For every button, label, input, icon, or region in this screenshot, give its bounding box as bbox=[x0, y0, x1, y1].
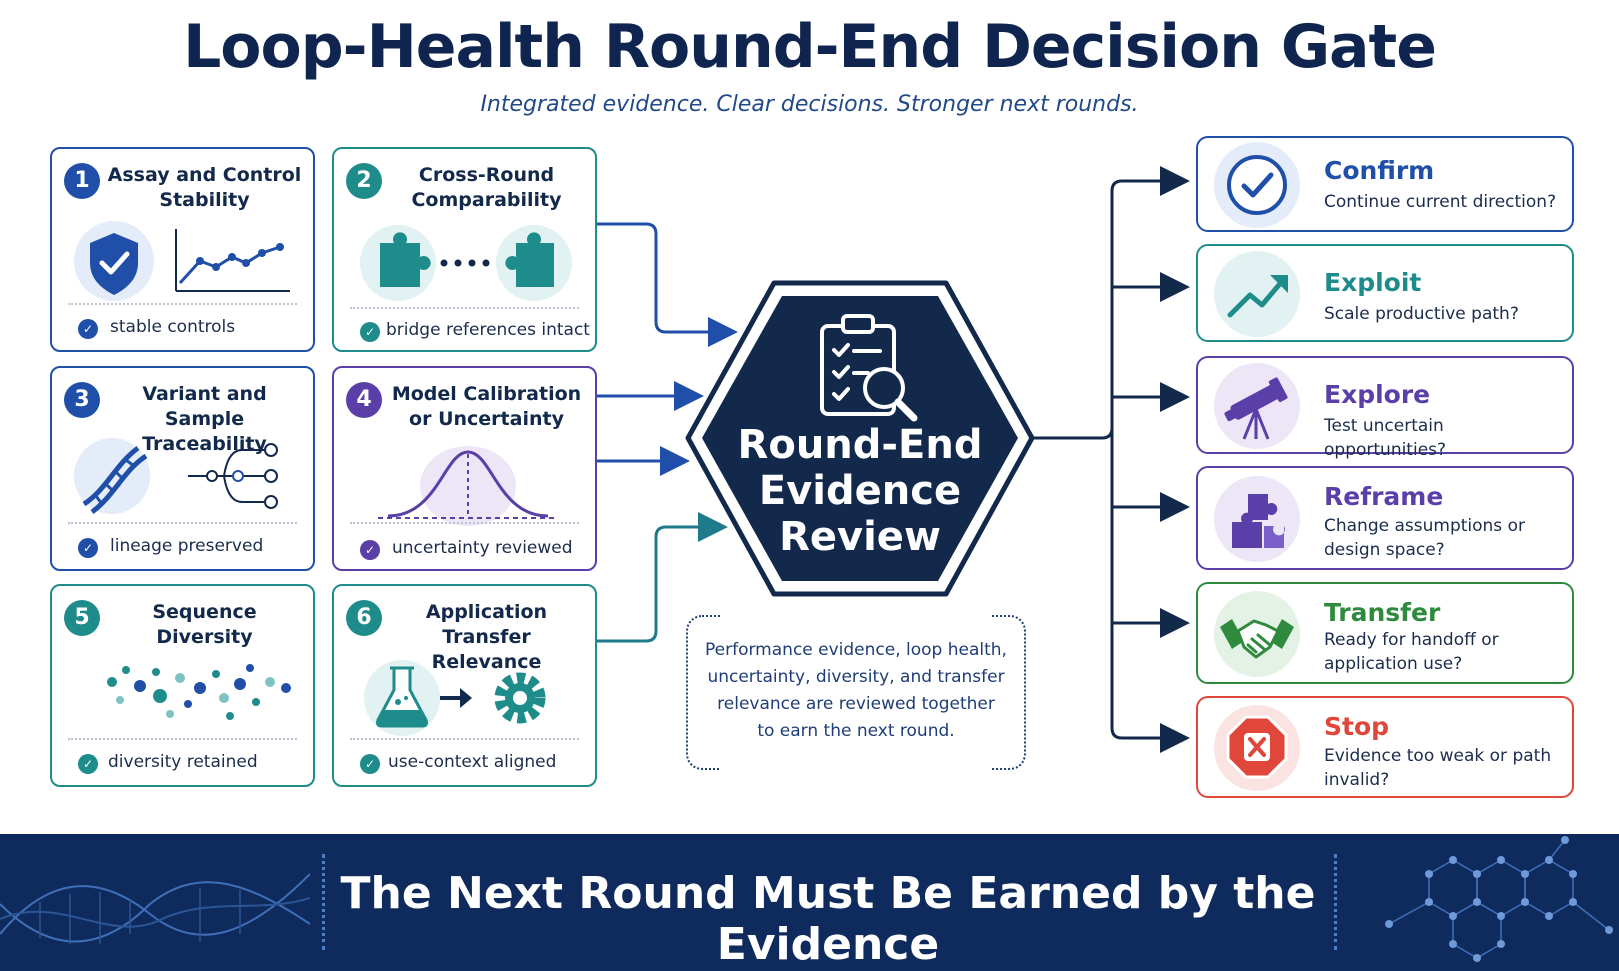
card-note: stable controls bbox=[110, 317, 236, 337]
card-title: Variant and Sample Traceability bbox=[142, 383, 267, 455]
card-number: 6 bbox=[346, 600, 382, 636]
footer-divider-left bbox=[322, 854, 325, 950]
handshake-icon bbox=[1214, 591, 1300, 677]
outcome-title: Stop bbox=[1324, 712, 1390, 741]
check-icon: ✓ bbox=[78, 754, 98, 774]
outcome-desc: Continue current direction? bbox=[1324, 192, 1557, 212]
outcome-exploit: Exploit Scale productive path? bbox=[1196, 244, 1574, 342]
page-subtitle: Integrated evidence. Clear decisions. St… bbox=[480, 92, 1139, 117]
puzzle-bridge-icon bbox=[360, 225, 572, 301]
outcome-desc: Ready for handoff or application use? bbox=[1324, 630, 1499, 674]
dna-wave-icon bbox=[0, 873, 310, 944]
card-note: uncertainty reviewed bbox=[392, 538, 573, 558]
card-divider bbox=[68, 303, 297, 305]
outcome-title: Exploit bbox=[1324, 268, 1422, 297]
center-label: Round-End Evidence Review bbox=[690, 422, 1030, 560]
card-title: Model Calibration or Uncertainty bbox=[391, 383, 582, 430]
check-icon: ✓ bbox=[360, 754, 380, 774]
check-icon: ✓ bbox=[360, 540, 380, 560]
note-bracket-left bbox=[686, 615, 720, 770]
center-note-line1: Performance evidence, loop health, bbox=[705, 640, 1007, 660]
center-note-line3: relevance are reviewed together bbox=[717, 694, 995, 714]
shield-check-icon bbox=[74, 221, 290, 301]
card-number: 2 bbox=[346, 163, 382, 199]
footer-divider-right bbox=[1334, 854, 1337, 950]
card-title: Cross-Round Comparability bbox=[411, 164, 562, 211]
network-graph-icon bbox=[1385, 836, 1613, 962]
check-icon: ✓ bbox=[78, 538, 98, 558]
card-note: use-context aligned bbox=[388, 752, 557, 772]
input-card-traceability: 3 Variant and Sample Traceability ✓ line… bbox=[50, 366, 315, 571]
card-divider bbox=[68, 522, 297, 524]
center-hexagon bbox=[685, 280, 1035, 597]
center-note-line2: uncertainty, diversity, and transfer bbox=[707, 667, 1005, 687]
checkmark-circle-icon bbox=[1214, 142, 1300, 228]
check-icon: ✓ bbox=[360, 322, 380, 342]
outcome-confirm: Confirm Continue current direction? bbox=[1196, 136, 1574, 232]
outcome-title: Explore bbox=[1324, 380, 1431, 409]
center-label-line3: Review bbox=[779, 514, 941, 560]
outcome-desc: Scale productive path? bbox=[1324, 304, 1519, 324]
input-card-diversity: 5 Sequence Diversity ✓ diversity retaine… bbox=[50, 584, 315, 787]
footer-text: The Next Round Must Be Earned by the Evi… bbox=[340, 868, 1316, 970]
note-bracket-right bbox=[992, 615, 1026, 770]
bell-curve-icon bbox=[378, 446, 558, 526]
card-title: Sequence Diversity bbox=[152, 601, 257, 648]
trend-up-icon bbox=[1214, 251, 1300, 337]
card-divider bbox=[350, 738, 579, 740]
outcome-title: Reframe bbox=[1324, 482, 1444, 511]
page-title: Loop-Health Round-End Decision Gate bbox=[183, 12, 1437, 82]
outcome-transfer: Transfer Ready for handoff or applicatio… bbox=[1196, 582, 1574, 684]
footer-banner: The Next Round Must Be Earned by the Evi… bbox=[0, 834, 1619, 971]
center-note-line4: to earn the next round. bbox=[757, 721, 955, 741]
clipboard-search-icon bbox=[820, 314, 918, 422]
card-note: lineage preserved bbox=[110, 536, 264, 556]
outcome-desc: Test uncertain opportunities? bbox=[1324, 416, 1447, 460]
input-card-assay-stability: 1 Assay and Control Stability ✓ stable c… bbox=[50, 147, 315, 352]
card-note: bridge references intact bbox=[386, 320, 590, 340]
outcome-title: Transfer bbox=[1324, 598, 1441, 627]
card-number: 5 bbox=[64, 600, 100, 636]
dna-tree-icon bbox=[74, 438, 278, 515]
puzzle-pieces-icon bbox=[1214, 476, 1300, 562]
card-title: Application Transfer Relevance bbox=[425, 601, 548, 673]
card-divider bbox=[68, 738, 297, 740]
outcome-title: Confirm bbox=[1324, 156, 1435, 185]
card-number: 4 bbox=[346, 382, 382, 418]
flask-gear-icon bbox=[364, 660, 546, 736]
center-label-line1: Round-End bbox=[737, 422, 983, 468]
card-number: 1 bbox=[64, 163, 100, 199]
scatter-dots-icon bbox=[107, 664, 291, 720]
input-card-transfer-relevance: 6 Application Transfer Relevance ✓ use-c… bbox=[332, 584, 597, 787]
check-icon: ✓ bbox=[78, 319, 98, 339]
outcome-reframe: Reframe Change assumptions or design spa… bbox=[1196, 466, 1574, 570]
card-divider bbox=[350, 307, 579, 309]
stop-sign-icon bbox=[1214, 705, 1300, 791]
card-title: Assay and Control Stability bbox=[107, 164, 302, 211]
outcome-desc: Evidence too weak or path invalid? bbox=[1324, 746, 1552, 790]
outcome-desc: Change assumptions or design space? bbox=[1324, 516, 1525, 560]
card-number: 3 bbox=[64, 382, 100, 418]
center-label-line2: Evidence bbox=[758, 468, 962, 514]
card-note: diversity retained bbox=[108, 752, 258, 772]
input-card-calibration: 4 Model Calibration or Uncertainty ✓ unc… bbox=[332, 366, 597, 571]
card-divider bbox=[350, 522, 579, 524]
center-note: Performance evidence, loop health, uncer… bbox=[686, 615, 1026, 770]
outcome-stop: Stop Evidence too weak or path invalid? bbox=[1196, 696, 1574, 798]
telescope-icon bbox=[1214, 363, 1300, 449]
input-card-cross-round: 2 Cross-Round Comparability ✓ bridge ref… bbox=[332, 147, 597, 352]
outcome-explore: Explore Test uncertain opportunities? bbox=[1196, 356, 1574, 460]
